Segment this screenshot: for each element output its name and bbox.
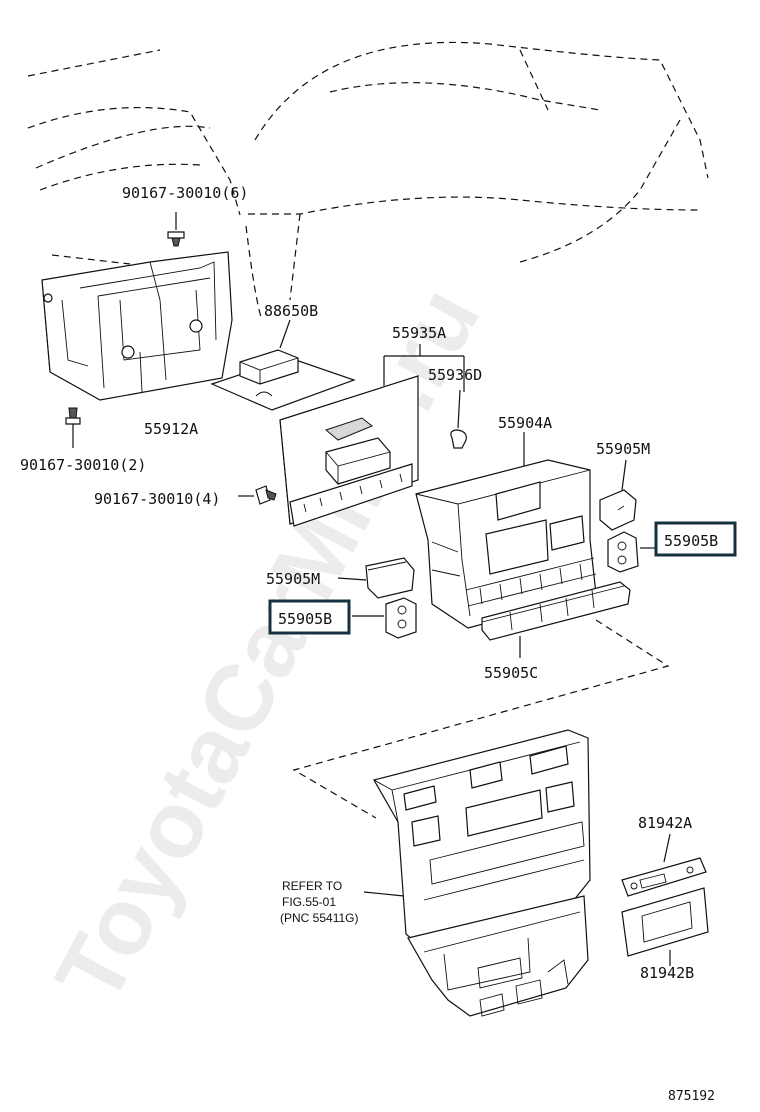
plate-a-part xyxy=(621,833,707,897)
screw-board-icon xyxy=(238,485,277,505)
callout-screw-top: 90167-30010(6) xyxy=(122,184,248,202)
dashboard-outline xyxy=(27,41,709,321)
sensor-part xyxy=(210,319,356,411)
highlight-box-left xyxy=(268,599,351,635)
callout-control-panel: 55904A xyxy=(498,414,552,432)
callout-screw-board: 90167-30010(4) xyxy=(94,490,220,508)
plate-b-part xyxy=(621,887,709,966)
button-strip-part xyxy=(481,581,631,658)
callout-knob-left: 55905M xyxy=(266,570,320,588)
switch-left-part xyxy=(352,597,417,639)
guide-line xyxy=(292,619,670,819)
circuit-board-part xyxy=(279,344,465,527)
knob-left-part xyxy=(337,557,415,599)
callout-button-strip: 55905C xyxy=(484,664,538,682)
refer-note-line1: REFER TO xyxy=(282,879,342,893)
refer-note-line3: (PNC 55411G) xyxy=(280,911,358,925)
control-panel-part xyxy=(415,432,597,629)
switch-right-part xyxy=(607,531,656,573)
callout-screw-left: 90167-30010(2) xyxy=(20,456,146,474)
screw-top-icon xyxy=(167,212,185,247)
callout-plate-a: 81942A xyxy=(638,814,692,832)
highlight-box-right xyxy=(654,521,737,557)
callout-switch-left: 55905B xyxy=(278,610,332,628)
bulb-icon xyxy=(450,389,467,449)
callout-switch-right: 55905B xyxy=(664,532,718,550)
figure-number: 875192 xyxy=(668,1089,715,1104)
knob-right-part xyxy=(599,459,637,531)
callout-knob-right: 55905M xyxy=(596,440,650,458)
callout-plate-b: 81942B xyxy=(640,964,694,982)
callout-circuit-board: 55935A xyxy=(392,324,446,342)
callout-bulb: 55936D xyxy=(428,366,482,384)
callout-sensor: 88650B xyxy=(264,302,318,320)
refer-note-line2: FIG.55-01 xyxy=(282,895,336,909)
screw-left-icon xyxy=(65,407,81,448)
trim-bezel-part xyxy=(373,729,591,949)
refer-leader-line xyxy=(363,891,405,897)
bracket-part xyxy=(41,251,233,401)
lower-console-part xyxy=(407,895,589,1017)
callout-bracket: 55912A xyxy=(144,420,198,438)
